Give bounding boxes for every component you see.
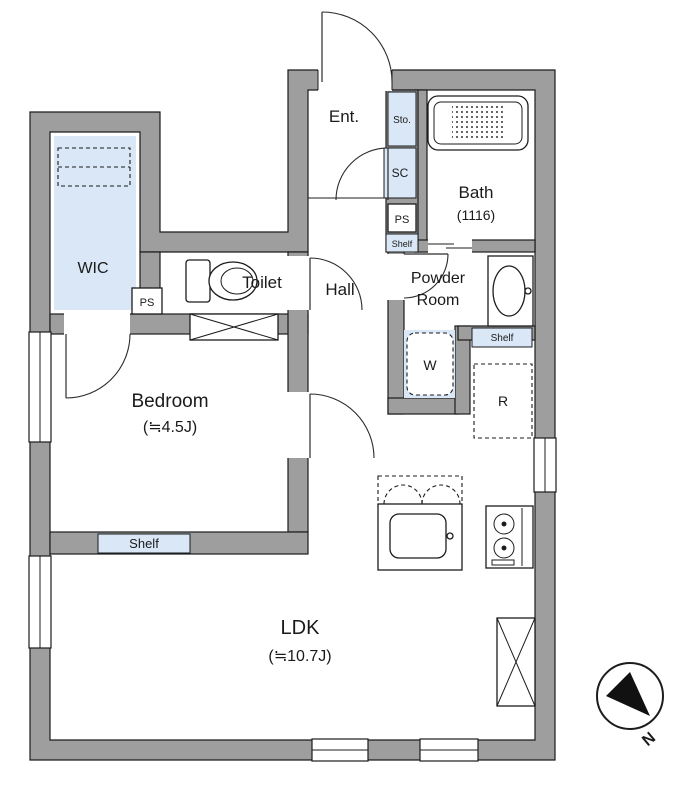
shelf-powder-label: Shelf	[491, 333, 514, 344]
burner-icon	[493, 513, 515, 535]
toilet-bowl	[208, 261, 258, 301]
outer-wall	[29, 69, 556, 761]
entrance-label: Ent.	[329, 107, 359, 126]
shelf-entrance-label: Shelf	[392, 239, 413, 249]
ldk-size-label: (≒10.7J)	[268, 648, 331, 665]
entrance-door-opening	[318, 69, 392, 91]
pipe-space-box	[387, 203, 417, 233]
bedroom-label: Bedroom	[131, 391, 208, 412]
faucet-icon	[524, 287, 532, 295]
hatch-box-bedroom	[189, 313, 279, 341]
shoe-closet-label: SC	[392, 166, 409, 180]
window-ldk-right	[533, 437, 557, 493]
washer-label: W	[423, 357, 437, 373]
powder-door-swing	[403, 253, 449, 299]
shelf-bedroom-label: Shelf	[129, 536, 159, 551]
window-ldk-bottom-1	[311, 738, 369, 762]
ps-entrance-label: PS	[395, 214, 410, 226]
bath-label: Bath	[459, 183, 494, 202]
shelf-entrance-box	[385, 233, 419, 253]
shelf-bedroom-box	[97, 533, 191, 554]
wic-label: WIC	[77, 260, 108, 277]
toilet-tank	[185, 259, 211, 303]
toilet-label: Toilet	[242, 273, 282, 292]
entrance-hall-door-swing	[335, 147, 389, 201]
toilet-door-swing	[309, 257, 363, 311]
vanity-basin	[492, 265, 526, 317]
bedroom-door-swing	[309, 393, 375, 459]
ps-wic-label: PS	[140, 297, 155, 309]
powder-room-label-2: Room	[417, 292, 460, 309]
bath-door-opening	[428, 239, 472, 253]
wall-washer-bottom	[387, 397, 459, 415]
kitchen-cabinet-arc	[421, 484, 461, 505]
hall-label: Hall	[325, 280, 354, 299]
bathtub-inner	[433, 101, 523, 145]
refrigerator-label: R	[498, 393, 508, 409]
window-ldk-bottom-2	[419, 738, 479, 762]
wic-door-swing	[65, 333, 131, 399]
entrance-door-swing	[321, 11, 393, 83]
powder-door-opening	[387, 254, 405, 300]
ldk-label: LDK	[281, 617, 321, 639]
bedroom-door-opening	[287, 392, 309, 458]
kitchen-sink	[389, 513, 447, 559]
shelf-powder-box	[471, 327, 533, 348]
window-ldk-left	[28, 555, 52, 649]
kitchen-counter	[377, 475, 463, 571]
powder-room-label-1: Powder	[411, 270, 466, 287]
storage-box	[387, 91, 417, 147]
kitchen-faucet-icon	[446, 532, 454, 540]
window-bedroom-left	[28, 331, 52, 443]
compass-needle-icon	[606, 672, 650, 716]
burner-icon	[493, 537, 515, 559]
toilet-bowl-inner	[220, 267, 254, 295]
hatch-box-ldk	[496, 617, 536, 707]
wic-door-opening	[64, 313, 130, 335]
kitchen-cabinet-arc	[383, 484, 423, 505]
storage-label: Sto.	[393, 115, 411, 126]
pipe-space-wic-box	[131, 287, 163, 315]
washer-pan	[406, 332, 454, 396]
toilet-door-opening	[287, 256, 309, 310]
bedroom-size-label: (≒4.5J)	[143, 419, 197, 436]
stove	[485, 505, 534, 569]
wic-floor	[54, 136, 136, 310]
bathtub-texture	[452, 106, 504, 140]
shoe-closet-box	[383, 147, 417, 199]
grill-icon	[491, 559, 515, 566]
bath-size-label: (1116)	[457, 207, 495, 223]
refrigerator-space	[473, 363, 533, 439]
